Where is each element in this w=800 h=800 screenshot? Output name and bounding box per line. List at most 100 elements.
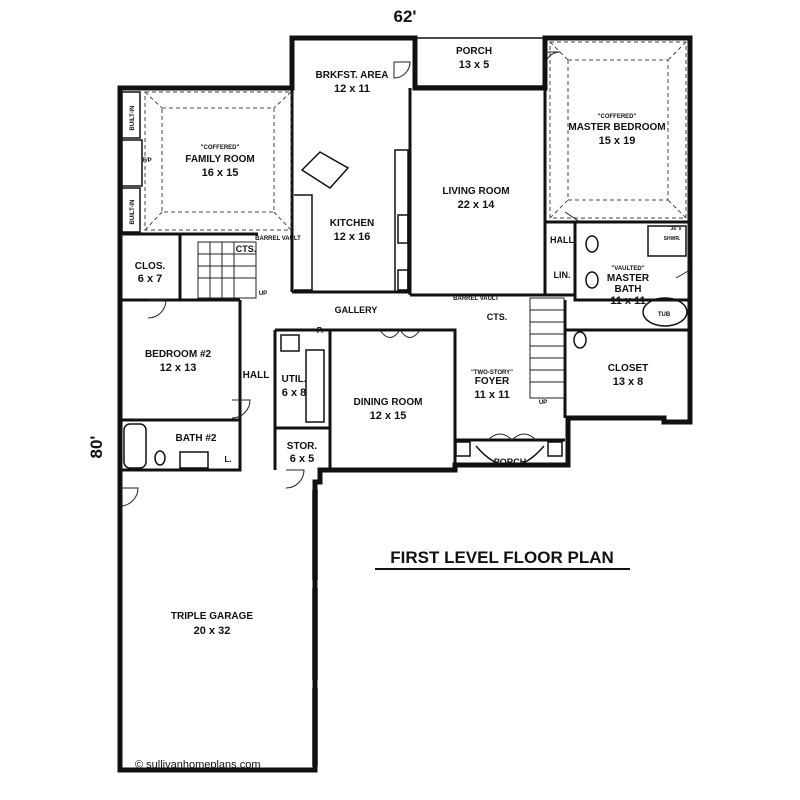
room-bedroom-2: BEDROOM #2 12 x 13	[145, 349, 212, 374]
toilet-icon	[573, 331, 587, 349]
svg-text:6 x 8: 6 x 8	[282, 387, 306, 399]
svg-text:"COFFERED": "COFFERED"	[201, 145, 240, 151]
bench-label: 36"x	[671, 226, 682, 232]
stairs	[197, 241, 257, 299]
shower-icon	[647, 225, 687, 257]
room-porch-rear: PORCH 13 x 5	[456, 46, 492, 71]
svg-text:12 x 11: 12 x 11	[334, 83, 370, 95]
kitchen-counters	[294, 149, 409, 293]
room-kitchen: KITCHEN 12 x 16	[330, 218, 374, 243]
svg-text:BATH: BATH	[614, 284, 641, 295]
front-porch	[455, 441, 563, 467]
barrel-vault-label: BARREL VAULT	[453, 296, 499, 302]
room-utility: UTIL. 6 x 8	[282, 374, 307, 399]
room-bath-2: BATH #2	[176, 433, 217, 444]
room-master-closet: CLOSET 13 x 8	[608, 363, 649, 388]
svg-text:UTIL.: UTIL.	[282, 374, 307, 385]
svg-text:22 x 14: 22 x 14	[458, 199, 496, 211]
built-in-label: BUILT-IN	[130, 106, 136, 131]
svg-text:6 x 7: 6 x 7	[138, 273, 162, 285]
hall-label: HALL	[243, 370, 270, 381]
sink-icon	[585, 235, 599, 253]
svg-text:MASTER BEDROOM: MASTER BEDROOM	[568, 122, 665, 133]
fireplace-icon	[121, 139, 143, 187]
garage-doors	[312, 490, 318, 766]
svg-text:CLOS.: CLOS.	[135, 261, 166, 272]
linen-label: LIN.	[554, 270, 571, 280]
svg-text:MASTER: MASTER	[607, 273, 650, 284]
width-dimension: 62'	[394, 7, 417, 26]
cts-label: CTS.	[487, 312, 508, 322]
svg-text:LIVING ROOM: LIVING ROOM	[442, 186, 509, 197]
room-living: LIVING ROOM 22 x 14	[442, 186, 509, 211]
room-master-bedroom: "COFFERED" MASTER BEDROOM 15 x 19	[568, 114, 665, 147]
door-swings	[119, 51, 691, 507]
svg-text:PORCH: PORCH	[494, 457, 527, 467]
tub-icon	[123, 423, 147, 469]
room-closet-small: CLOS. 6 x 7	[135, 261, 166, 285]
barrel-vault-label: BARREL VAULT	[255, 236, 301, 242]
svg-text:PORCH: PORCH	[456, 46, 492, 57]
svg-text:6 x 5: 6 x 5	[290, 453, 314, 465]
svg-text:"TWO-STORY": "TWO-STORY"	[471, 370, 513, 376]
stair-up-label: UP	[539, 400, 547, 406]
room-family: "COFFERED" FAMILY ROOM 16 x 15	[185, 145, 254, 179]
sink-icon	[585, 271, 599, 289]
svg-text:BRKFST. AREA: BRKFST. AREA	[316, 70, 389, 81]
svg-text:20 x 32: 20 x 32	[194, 625, 231, 637]
svg-text:11 x 11: 11 x 11	[474, 389, 510, 401]
built-in-label: BUILT-IN	[130, 200, 136, 225]
family-coffered-ceiling	[144, 91, 292, 231]
svg-text:DINING ROOM: DINING ROOM	[354, 397, 423, 408]
linen-label: L.	[224, 455, 231, 464]
svg-text:12 x 15: 12 x 15	[370, 410, 407, 422]
svg-text:15 x 19: 15 x 19	[599, 135, 636, 147]
svg-text:12 x 13: 12 x 13	[160, 362, 197, 374]
svg-text:FOYER: FOYER	[475, 376, 510, 387]
sink-icon	[179, 451, 209, 469]
room-breakfast: BRKFST. AREA 12 x 11	[316, 70, 389, 95]
svg-text:13 x 5: 13 x 5	[459, 59, 490, 71]
plan-title: FIRST LEVEL FLOOR PLAN	[390, 548, 614, 567]
interior-walls	[120, 88, 690, 472]
tub-label: TUB	[658, 312, 671, 318]
shower-label: SHWR.	[664, 236, 681, 242]
svg-text:16 x 15: 16 x 15	[202, 167, 239, 179]
toilet-icon	[154, 450, 166, 466]
svg-text:13 x 8: 13 x 8	[613, 376, 644, 388]
svg-text:12 x 16: 12 x 16	[334, 231, 371, 243]
svg-text:TRIPLE GARAGE: TRIPLE GARAGE	[171, 611, 254, 622]
fireplace-label: F/P	[142, 158, 151, 164]
svg-text:BATH #2: BATH #2	[176, 433, 217, 444]
gallery-label: GALLERY	[335, 305, 378, 315]
svg-text:KITCHEN: KITCHEN	[330, 218, 374, 229]
svg-text:STOR.: STOR.	[287, 441, 318, 452]
pantry-label: P.	[317, 326, 324, 335]
room-storage: STOR. 6 x 5	[287, 441, 318, 465]
copyright-credit: © sullivanhomeplans.com	[135, 759, 261, 771]
built-in-cabinet	[121, 91, 141, 139]
rear-porch-outline	[415, 37, 545, 87]
cts-label: CTS.	[236, 244, 257, 254]
master-coffered-ceiling	[549, 41, 687, 219]
stairs	[529, 297, 565, 399]
utility-counter	[305, 349, 325, 423]
hall-label: HALL	[550, 235, 574, 245]
room-foyer: "TWO-STORY" FOYER 11 x 11	[471, 370, 513, 401]
exterior-wall	[117, 35, 693, 773]
depth-dimension: 80'	[87, 436, 106, 459]
svg-text:FAMILY ROOM: FAMILY ROOM	[185, 154, 254, 165]
room-garage: TRIPLE GARAGE 20 x 32	[171, 611, 254, 637]
tub-icon	[642, 297, 688, 327]
svg-text:11 x 11: 11 x 11	[610, 295, 646, 307]
stair-up-label: UP	[259, 291, 267, 297]
room-dining: DINING ROOM 12 x 15	[354, 397, 423, 422]
built-in-cabinet	[121, 187, 141, 233]
svg-text:CLOSET: CLOSET	[608, 363, 649, 374]
room-porch-front: PORCH	[494, 457, 527, 467]
svg-text:"VAULTED": "VAULTED"	[611, 266, 644, 272]
svg-text:"COFFERED": "COFFERED"	[598, 114, 637, 120]
room-master-bath: "VAULTED" MASTER BATH 11 x 11	[607, 266, 650, 307]
